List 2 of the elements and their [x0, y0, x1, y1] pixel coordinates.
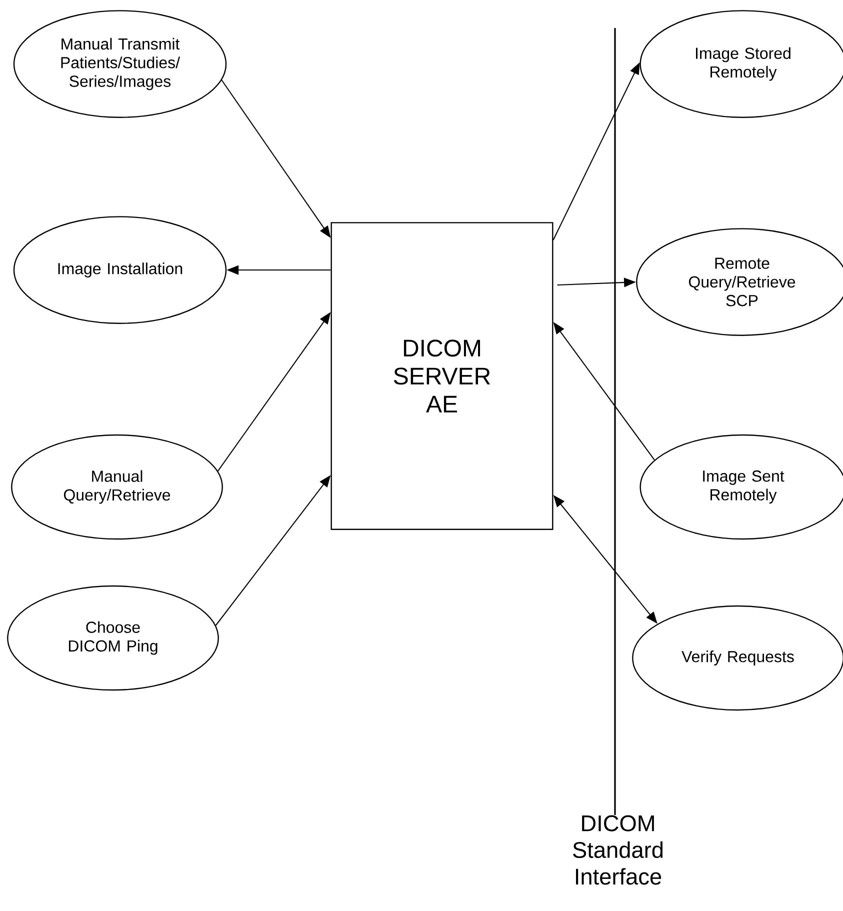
interface-label: DICOM Standard Interface	[573, 815, 663, 885]
server-box: DICOM SERVER AE	[330, 222, 554, 530]
